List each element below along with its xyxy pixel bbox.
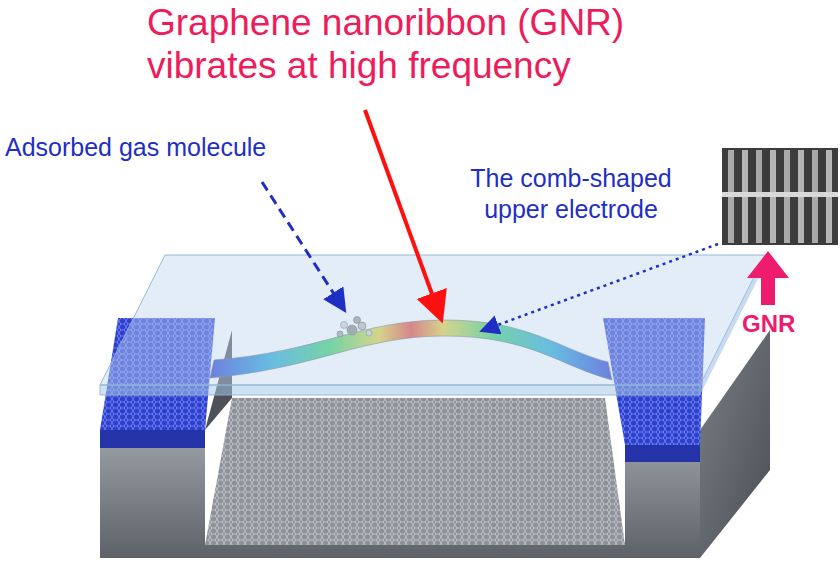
right-pad-edge <box>625 445 700 462</box>
plate-top <box>100 255 765 385</box>
upper-electrode-plate <box>100 255 765 395</box>
blue-dotted-leader <box>484 244 718 330</box>
blue-dashed-leader <box>262 182 343 308</box>
headline-label: Graphene nanoribbon (GNR) vibrates at hi… <box>147 2 727 87</box>
red-leader-arrow <box>365 110 440 316</box>
pink-up-arrow <box>747 251 789 305</box>
molecule-label: Adsorbed gas molecule <box>5 133 266 162</box>
electrode-label: The comb-shaped upper electrode <box>440 163 702 226</box>
inset-background <box>722 148 838 245</box>
inset-gnr-bar <box>722 192 838 197</box>
trench-floor <box>205 398 625 545</box>
gnr-label: GNR <box>742 310 795 338</box>
left-pad-edge <box>100 430 205 448</box>
plate-front <box>100 385 700 395</box>
sem-inset <box>722 148 838 245</box>
